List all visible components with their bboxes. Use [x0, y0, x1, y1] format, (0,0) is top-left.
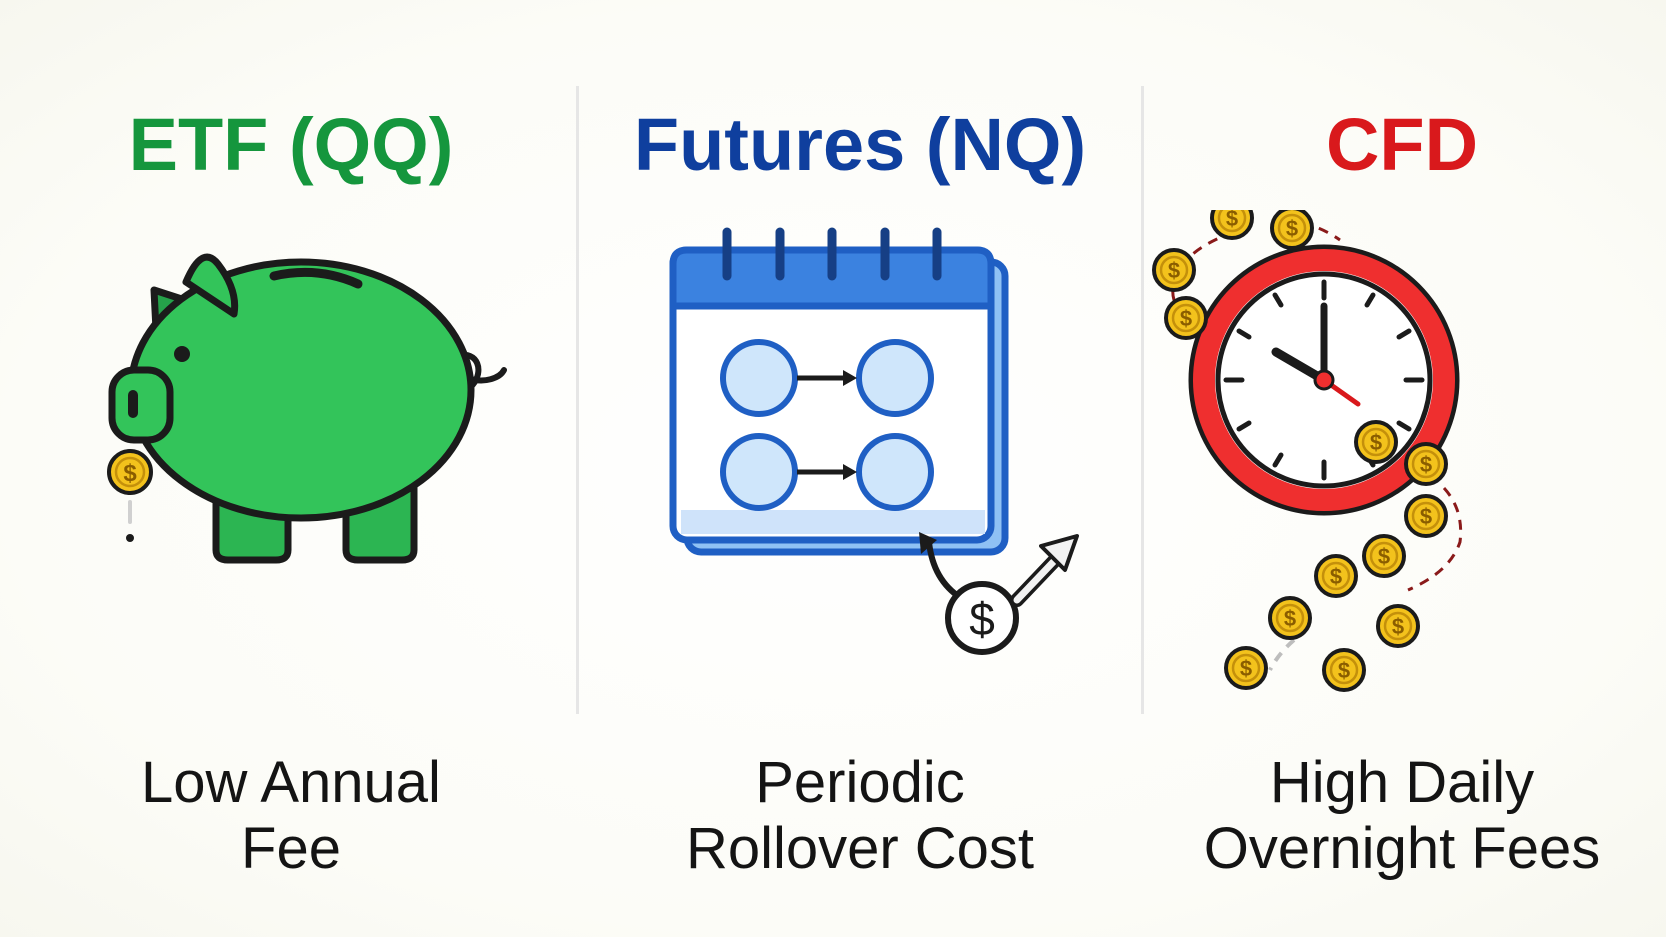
piggy-bank-icon: $ [6, 210, 576, 720]
etf-column: ETF (QQ) $ [6, 0, 576, 937]
futures-caption: Periodic Rollover Cost [685, 750, 1035, 881]
column-divider [1141, 86, 1144, 714]
cfd-caption: High Daily Overnight Fees [1203, 750, 1601, 881]
cfd-title: CFD [1325, 103, 1479, 186]
futures-column: Futures (NQ) [579, 0, 1141, 937]
etf-title: ETF (QQ) [128, 103, 454, 186]
cfd-column: CFD $ [1144, 0, 1660, 937]
etf-caption: Low Annual Fee [141, 750, 441, 881]
futures-title: Futures (NQ) [633, 103, 1087, 186]
svg-text:$: $ [969, 593, 995, 645]
column-divider [576, 86, 579, 714]
calendar-rollover-icon: $ [579, 210, 1141, 720]
clock-coins-icon: $ [1144, 196, 1660, 720]
